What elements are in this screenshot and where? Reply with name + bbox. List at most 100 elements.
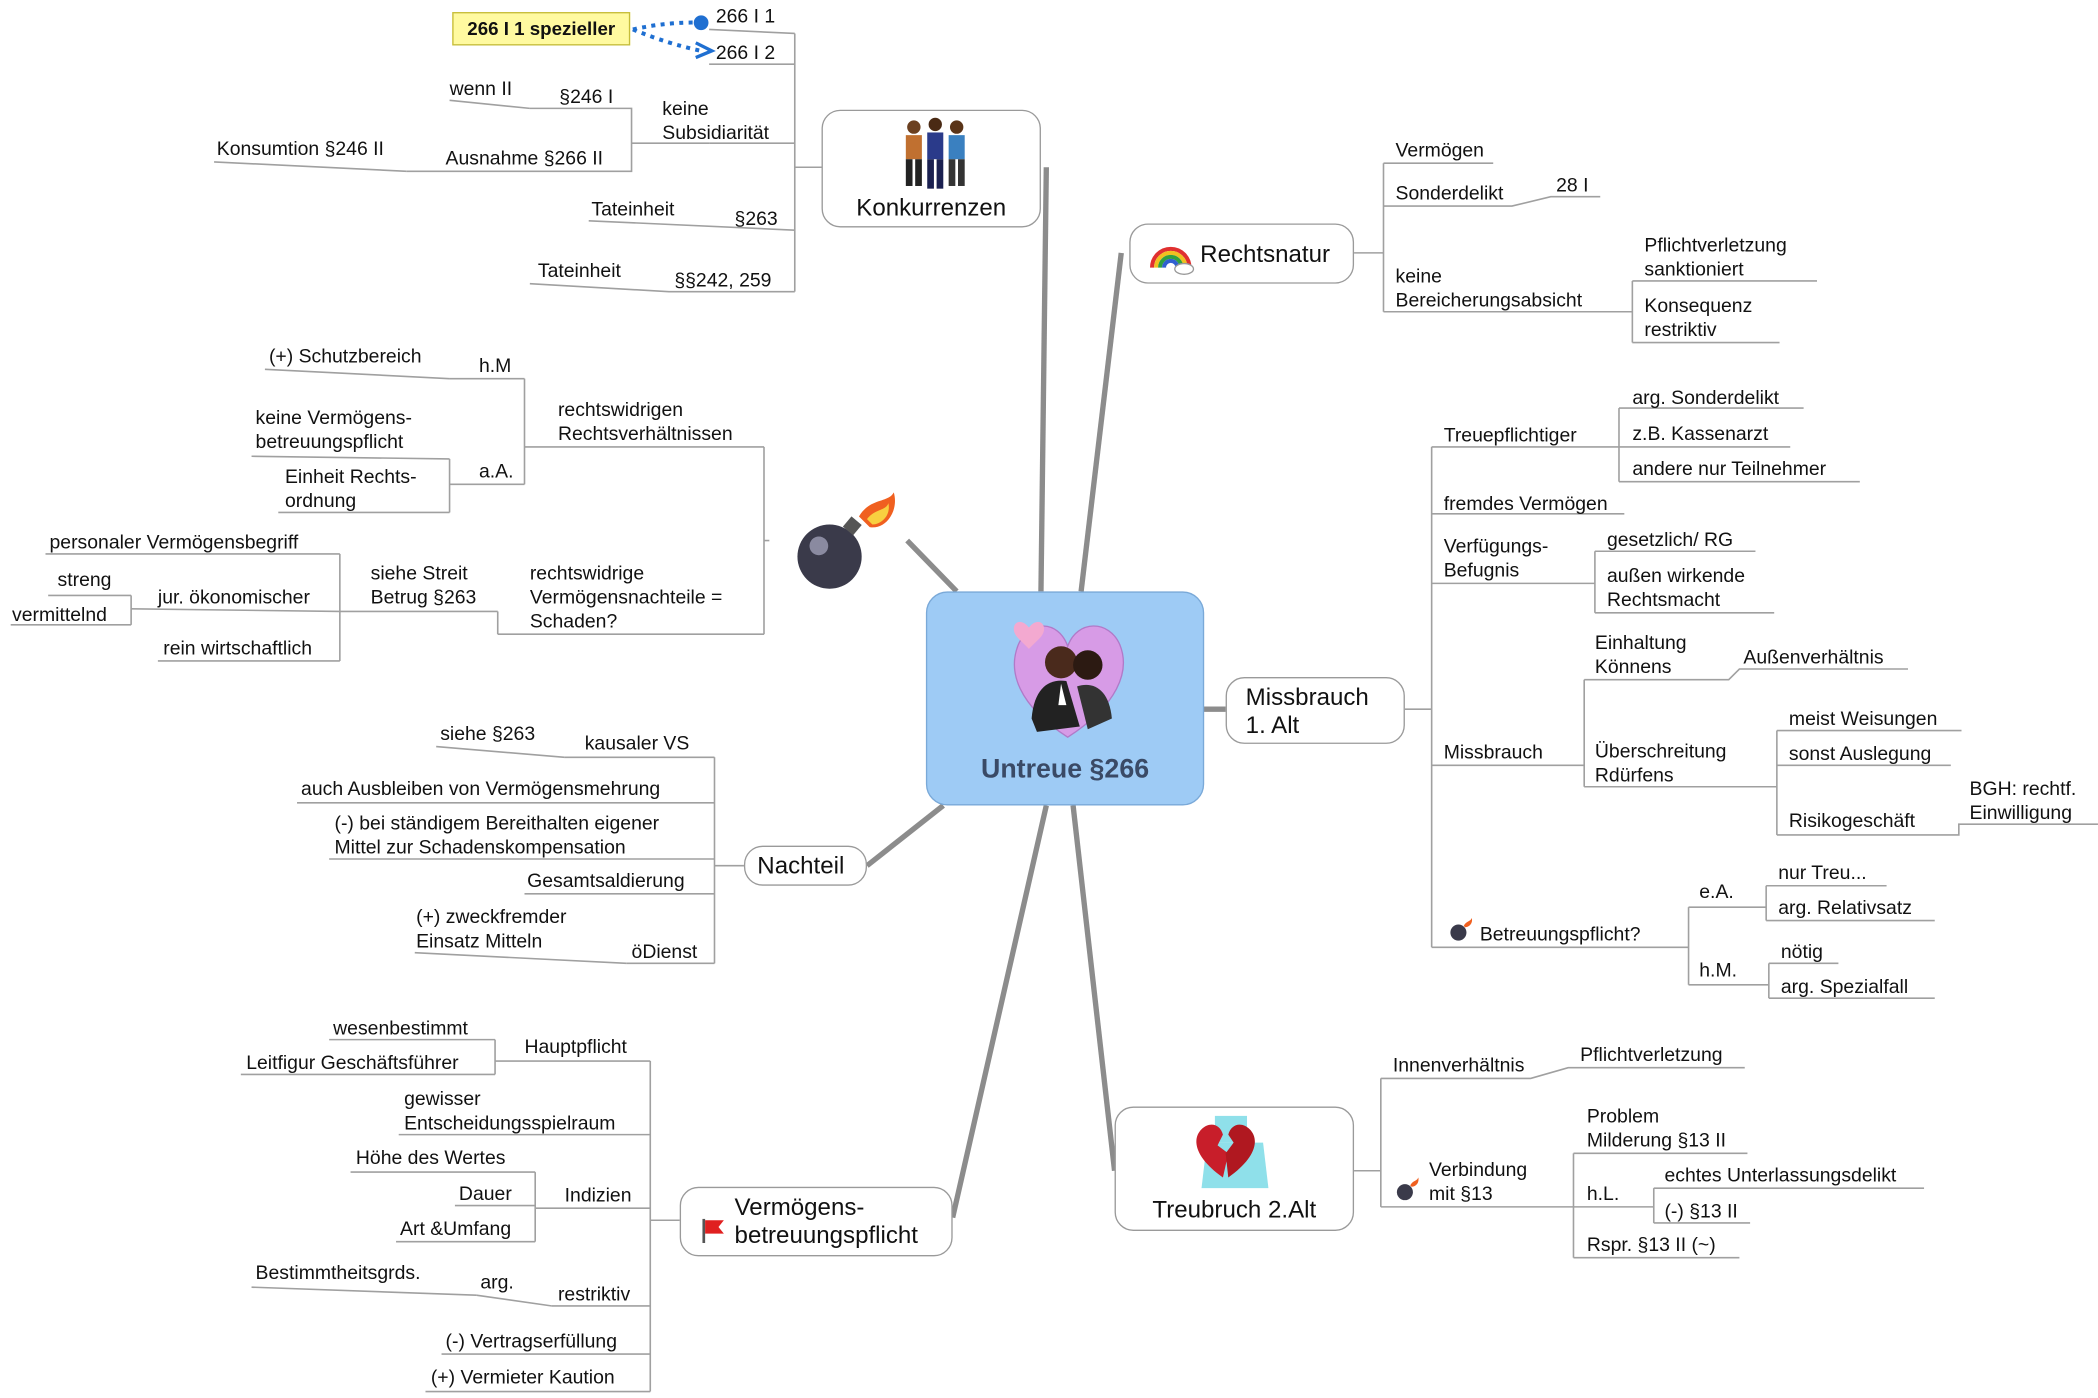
central-topic[interactable]: Untreue §266 [925,591,1205,806]
topic-label[interactable]: e.A. [1699,881,1734,904]
topic-label[interactable]: andere nur Teilnehmer [1632,458,1827,481]
topic-label[interactable]: nötig [1780,941,1823,964]
topic-label[interactable]: keine Subsidiarität [662,99,770,145]
topic-label[interactable]: Verbindung mit §13 [1428,1160,1528,1206]
topic-label[interactable]: Dauer [458,1184,512,1206]
topic-label[interactable]: fremdes Vermögen [1443,493,1608,516]
topic-label[interactable]: Höhe des Wertes [355,1148,506,1170]
topic-label[interactable]: Einhaltung Könnens [1594,632,1687,679]
topic-label[interactable]: wesenbestimmt [333,1018,468,1040]
topic-label[interactable]: rechtswidrigen Rechtsverhältnissen [557,400,733,446]
topic-label[interactable]: 28 I [1556,175,1589,197]
flag-icon [702,1218,724,1244]
topic-label[interactable]: Tateinheit [537,260,621,283]
topic-label[interactable]: Hauptpflicht [524,1036,627,1059]
topic-label[interactable]: außen wirkende Rechtsmacht [1606,565,1745,612]
node-missbrauch[interactable]: Missbrauch 1. Alt [1225,677,1405,744]
topic-label[interactable]: Pflichtverletzung [1580,1044,1723,1067]
topic-label[interactable]: BGH: rechtf. Einwilligung [1969,778,2077,825]
topic-label[interactable]: §§242, 259 [674,270,772,292]
topic-label[interactable]: sonst Auslegung [1788,743,1932,766]
topic-label[interactable]: arg. Relativsatz [1778,897,1912,920]
topic-label[interactable]: meist Weisungen [1788,709,1938,731]
topic-label[interactable]: Verfügungs- Befugnis [1443,536,1549,583]
node-vermoegensbetreuungspflicht[interactable]: Vermögens- betreuungspflicht [679,1186,953,1257]
topic-label[interactable]: h.L. [1586,1184,1620,1206]
node-nachteil-label: Nachteil [757,852,845,880]
topic-label[interactable]: Konsumtion §246 II [216,139,384,161]
topic-label[interactable]: (+) Schutzbereich [268,346,422,368]
node-rechtsnatur[interactable]: Rechtsnatur [1129,223,1355,284]
topic-label[interactable]: (+) zweckfremder Einsatz Mitteln [416,907,567,953]
topic-label[interactable]: Risikogeschäft [1788,810,1916,833]
note-spezieller[interactable]: 266 I 1 spezieller [452,12,631,46]
node-konkurrenzen[interactable]: Konkurrenzen [821,109,1041,228]
topic-label[interactable]: Problem Milderung §13 II [1586,1106,1726,1153]
bomb-icon[interactable] [792,492,904,591]
rainbow-icon [1150,246,1195,275]
topic-label[interactable]: §263 [734,208,778,231]
topic-label[interactable]: Art &Umfang [400,1218,512,1241]
topic-label[interactable]: Vermögen [1395,140,1484,162]
topic-label[interactable]: Tateinheit [591,199,675,221]
topic-label[interactable]: auch Ausbleiben von Vermögensmehrung [301,778,661,801]
node-rechtsnatur-label: Rechtsnatur [1200,240,1331,268]
topic-label[interactable]: 266 I 2 [715,42,776,65]
topic-label[interactable]: kausaler VS [584,733,690,755]
topic-label[interactable]: rein wirtschaftlich [163,638,313,660]
topic-label[interactable]: echtes Unterlassungsdelikt [1664,1165,1897,1187]
topic-label[interactable]: Gesamtsaldierung [527,871,685,893]
topic-label[interactable]: Indizien [564,1185,632,1207]
topic-label[interactable]: arg. [480,1272,514,1294]
topic-label[interactable]: keine Bereicherungsabsicht [1395,266,1583,312]
bomb-icon [1396,1177,1419,1201]
broken-heart-icon [1196,1115,1269,1189]
topic-label[interactable]: siehe §263 [440,723,536,746]
lovers-icon [1013,621,1124,739]
topic-label[interactable]: Einheit Rechts- ordnung [284,466,417,513]
topic-label[interactable]: h.M [479,355,512,378]
topic-label[interactable]: a.A. [479,461,514,484]
node-missbrauch-label: Missbrauch 1. Alt [1245,683,1369,739]
topic-label[interactable]: Treuepflichtiger [1443,425,1577,447]
topic-label[interactable]: Innenverhältnis [1392,1055,1525,1078]
topic-label[interactable]: Rspr. §13 II (~) [1586,1234,1716,1257]
topic-label[interactable]: personaler Vermögensbegriff [49,532,299,554]
topic-label[interactable]: z.B. Kassenarzt [1632,424,1769,446]
topic-label[interactable]: h.M. [1699,960,1737,983]
topic-label[interactable]: Leitfigur Geschäftsführer [246,1053,459,1075]
topic-label[interactable]: 266 I 1 [715,6,776,29]
topic-label[interactable]: arg. Sonderdelikt [1632,388,1780,410]
topic-label[interactable]: gewisser Entscheidungsspielraum [404,1089,616,1135]
topic-label[interactable]: rechtswidrige Vermögensnachteile = Schad… [529,563,723,633]
topic-label[interactable]: Missbrauch [1443,742,1543,764]
topic-label[interactable]: wenn II [449,78,513,101]
topic-label[interactable]: (-) Vertragserfüllung [445,1331,618,1353]
topic-label[interactable]: Außenverhältnis [1743,647,1884,669]
node-treubruch[interactable]: Treubruch 2.Alt [1114,1106,1355,1231]
topic-label[interactable]: Überschreitung Rdürfens [1594,741,1727,787]
topic-label[interactable]: Betreuungspflicht? [1479,924,1641,946]
topic-label[interactable]: Sonderdelikt [1395,183,1504,205]
topic-label[interactable]: öDienst [631,941,698,964]
topic-label[interactable]: (-) §13 II [1664,1201,1738,1223]
topic-label[interactable]: §246 I [559,86,614,109]
topic-label[interactable]: Pflichtverletzung sanktioniert [1644,235,1787,281]
node-vbp-label: Vermögens- betreuungspflicht [734,1193,918,1249]
topic-label[interactable]: Ausnahme §266 II [445,148,604,170]
topic-label[interactable]: siehe Streit Betrug §263 [370,563,477,609]
node-nachteil[interactable]: Nachteil [743,845,868,886]
topic-label[interactable]: gesetzlich/ RG [1606,529,1734,552]
topic-label[interactable]: nur Treu... [1778,863,1867,885]
topic-label[interactable]: keine Vermögens- betreuungspflicht [255,408,412,454]
topic-label[interactable]: (-) bei ständigem Bereithalten eigener M… [334,813,660,859]
topic-label[interactable]: arg. Spezialfall [1780,976,1909,999]
topic-label[interactable]: restriktiv [557,1284,631,1306]
topic-label[interactable]: streng [57,569,112,592]
topic-label[interactable]: jur. ökonomischer [157,587,310,609]
topic-label[interactable]: Konsequenz restriktiv [1644,295,1753,342]
topic-label[interactable]: vermittelnd [12,604,107,627]
topic-label[interactable]: Bestimmtheitsgrds. [255,1263,421,1285]
topic-label[interactable]: (+) Vermieter Kaution [430,1367,615,1389]
node-treubruch-label: Treubruch 2.Alt [1152,1196,1317,1223]
